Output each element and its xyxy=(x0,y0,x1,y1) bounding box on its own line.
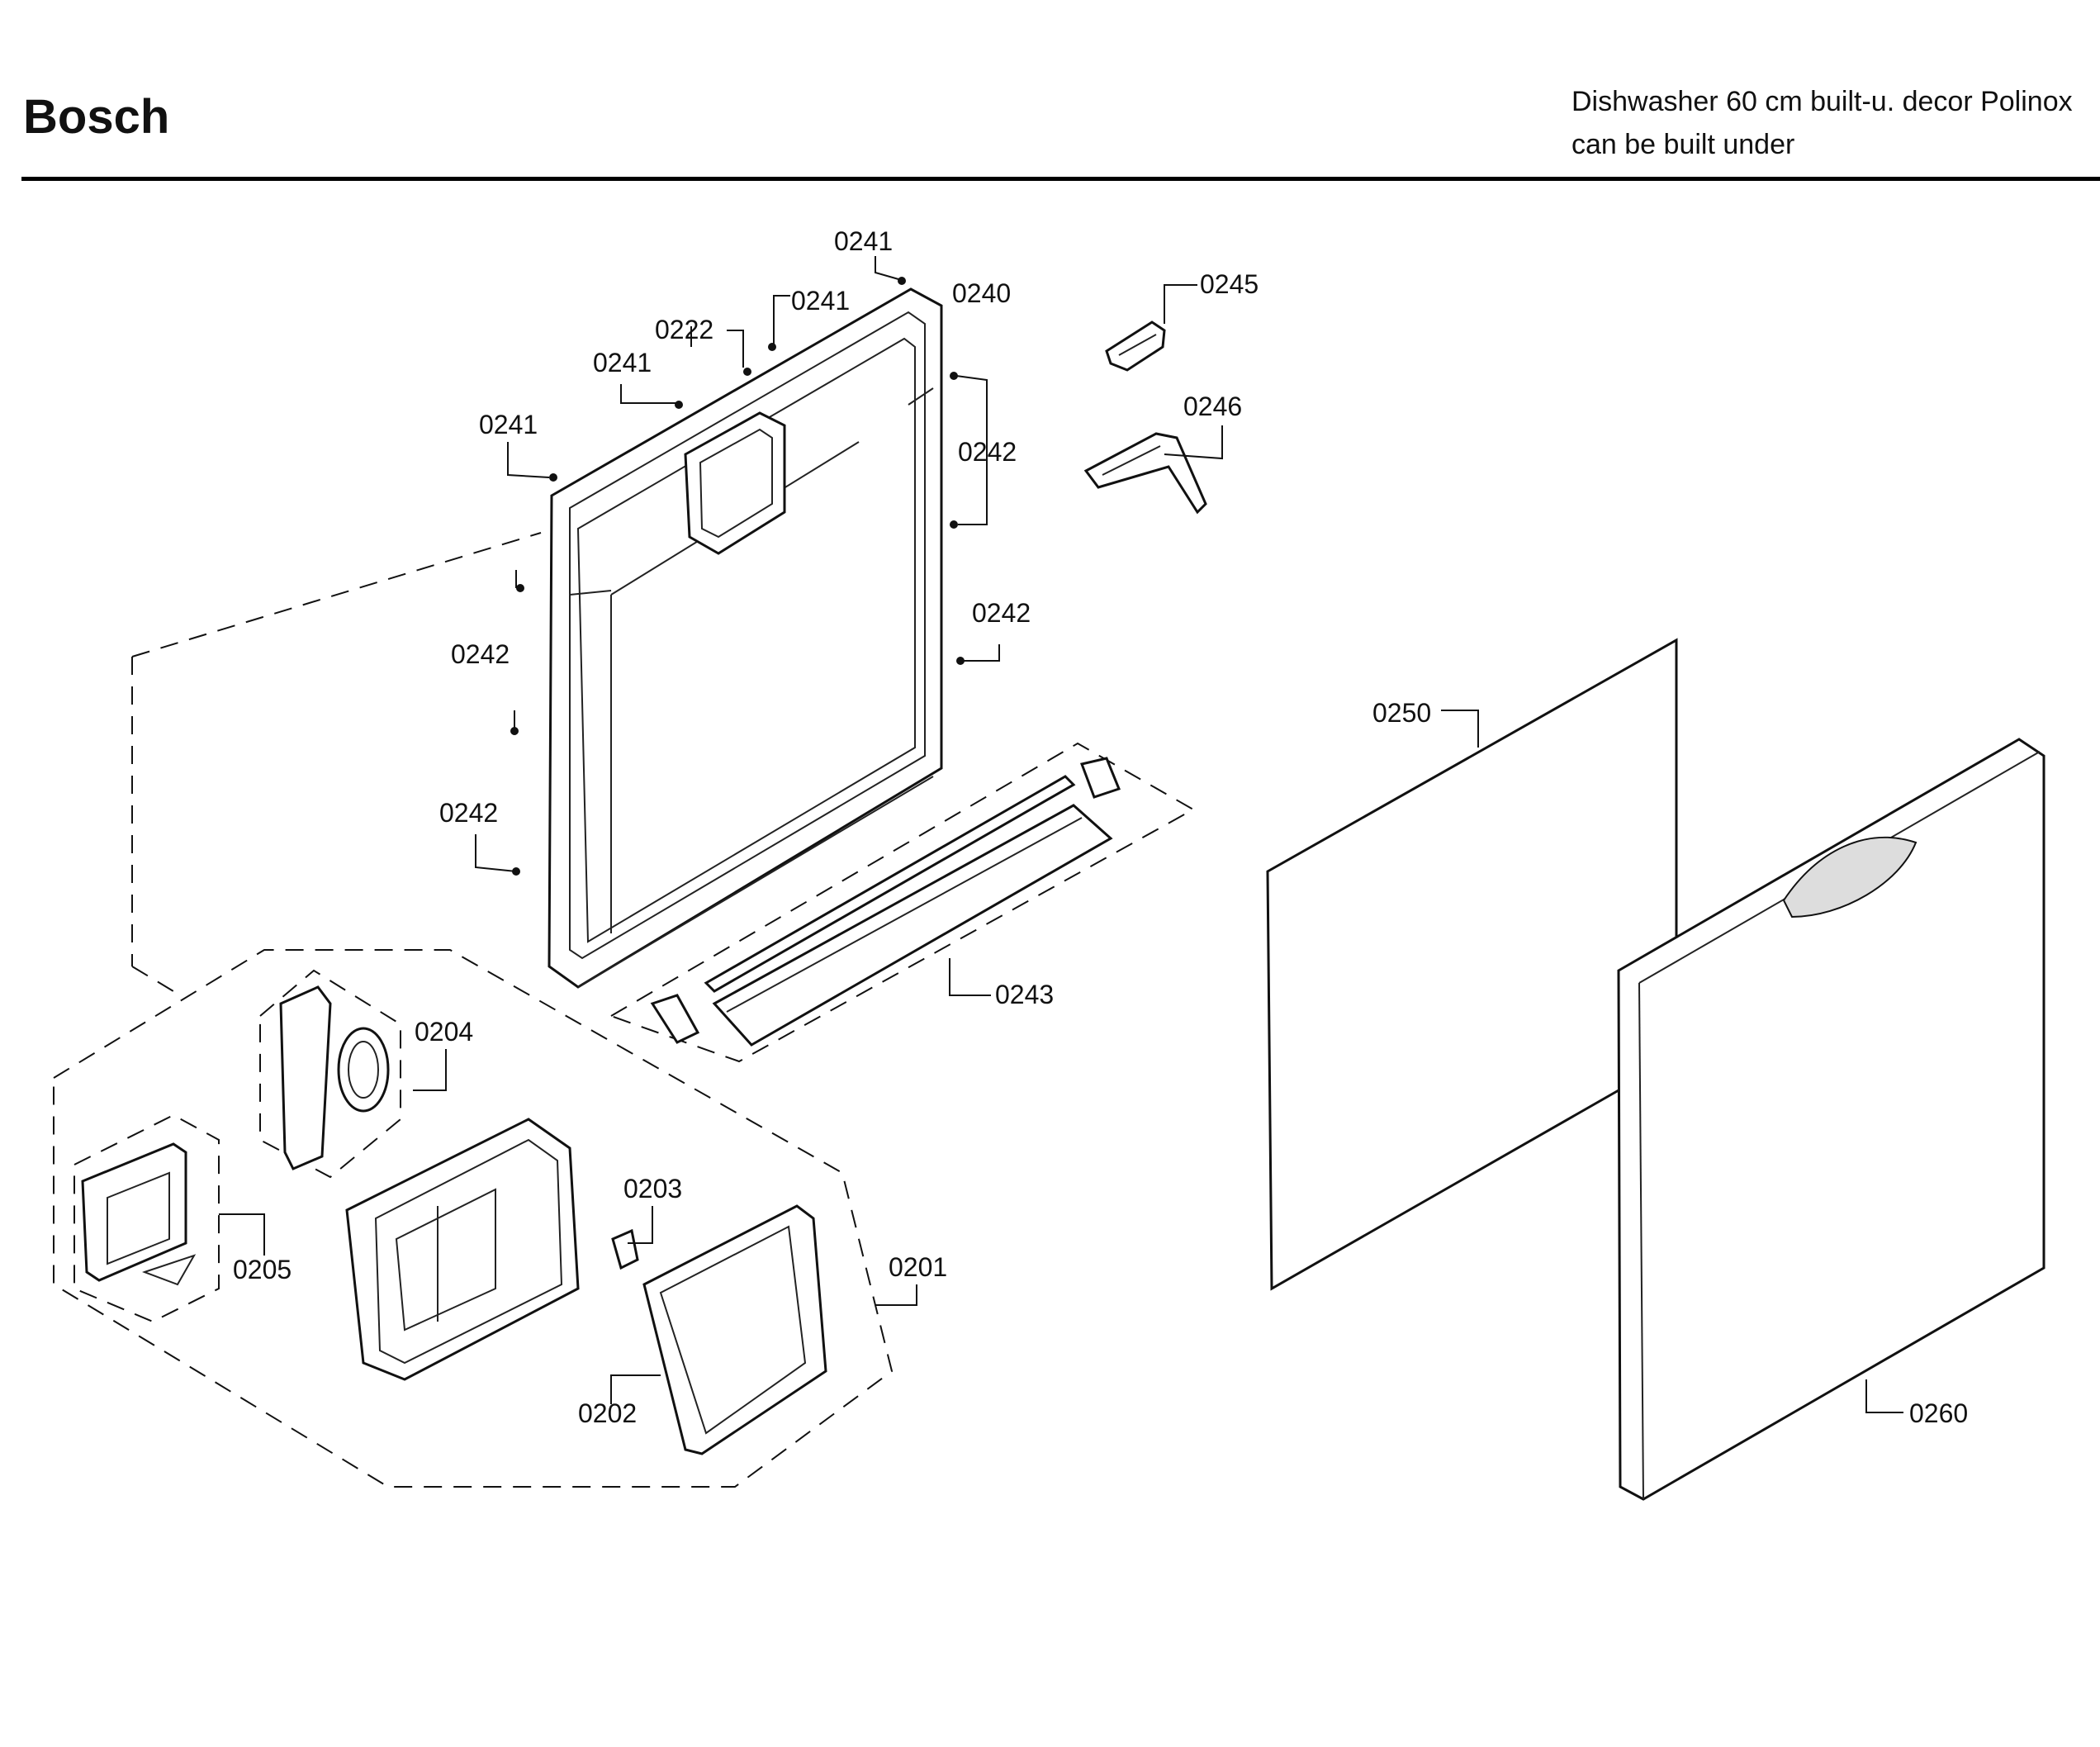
inner-door-panel xyxy=(548,287,943,989)
brand-name: Bosch xyxy=(23,90,170,144)
callout-0205: 0205 xyxy=(233,1255,292,1284)
clip-0203 xyxy=(611,1228,639,1270)
light-module-0204 xyxy=(259,969,401,1179)
model-description: Dishwasher 60 cm built-u. decor Polinox xyxy=(1571,86,2073,117)
header-divider xyxy=(21,177,2100,181)
callout-0246: 0246 xyxy=(1183,392,1242,421)
callout-0250: 0250 xyxy=(1372,698,1431,728)
decor-panel-0250 xyxy=(1266,638,1678,1291)
callout-0203: 0203 xyxy=(623,1174,682,1203)
hinge-part-0246 xyxy=(1083,432,1207,515)
callout-0242-b: 0242 xyxy=(972,598,1031,628)
callout-0242-c: 0242 xyxy=(451,639,510,669)
control-assembly-envelope xyxy=(53,532,894,1488)
callout-labels: 0241 0240 0241 0222 0241 0241 0242 0242 … xyxy=(233,226,1968,1428)
callout-0240: 0240 xyxy=(952,278,1011,308)
model-install-note: can be built under xyxy=(1571,129,1795,160)
callout-0241-b: 0241 xyxy=(791,286,850,316)
callout-0242-a: 0242 xyxy=(958,437,1017,467)
callout-0222: 0222 xyxy=(655,315,713,344)
callout-0243: 0243 xyxy=(995,980,1054,1009)
hinge-part-0245 xyxy=(1105,320,1166,372)
callout-0242-d: 0242 xyxy=(439,798,498,828)
callout-0201: 0201 xyxy=(889,1252,947,1282)
callout-0204: 0204 xyxy=(415,1017,473,1047)
switch-module-0205 xyxy=(73,1113,220,1323)
leader-lines xyxy=(219,256,1903,1413)
callout-0241-d: 0241 xyxy=(479,410,538,439)
window-frame-0202 xyxy=(642,1204,827,1455)
outer-door-0260 xyxy=(1617,738,2045,1501)
callout-0260: 0260 xyxy=(1909,1398,1968,1428)
callout-0241-c: 0241 xyxy=(593,348,652,377)
bottom-rail-0243 xyxy=(609,742,1196,1063)
callout-0202: 0202 xyxy=(578,1398,637,1428)
control-unit xyxy=(345,1118,580,1381)
callout-0245: 0245 xyxy=(1200,269,1259,299)
callout-0241-top: 0241 xyxy=(834,226,893,256)
